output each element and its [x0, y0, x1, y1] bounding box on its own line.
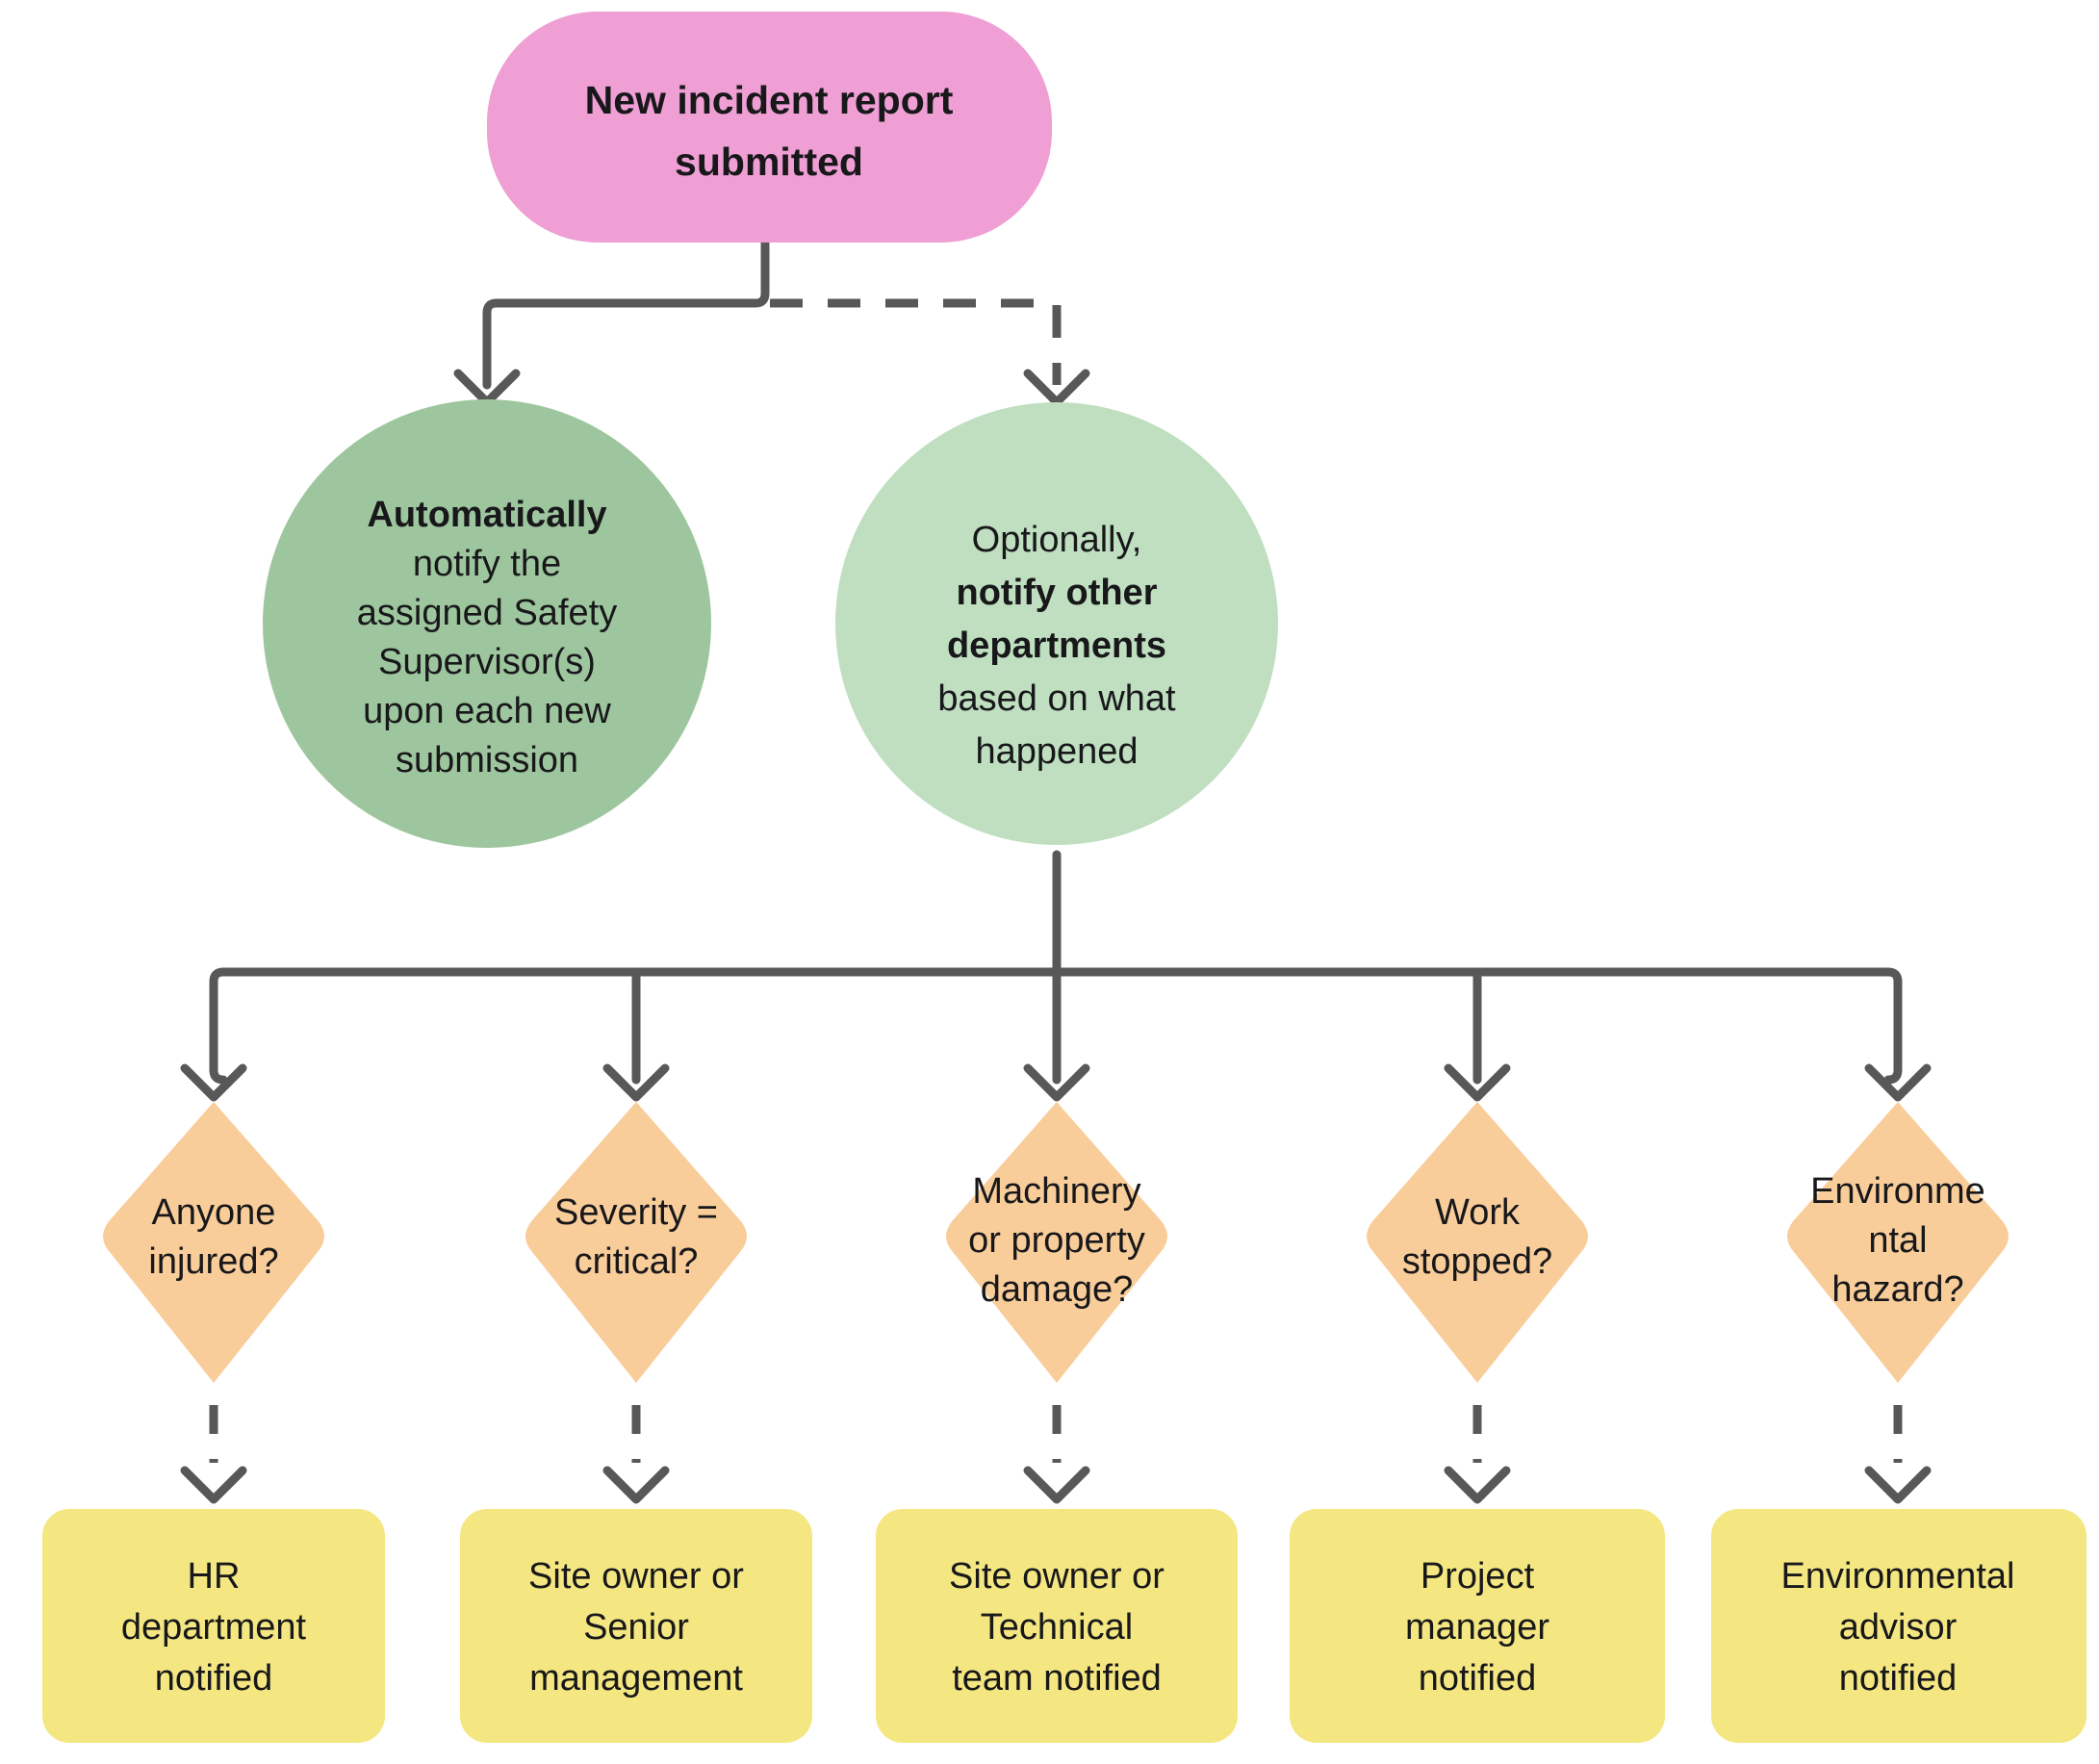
arrowhead-to-decision-3	[1023, 1063, 1090, 1102]
connector-start-to-auto	[482, 272, 770, 390]
decision-injury-line-2: injured?	[148, 1241, 278, 1282]
outcome-hr-line-2: department	[121, 1607, 307, 1648]
arrowhead-to-decision-4	[1444, 1063, 1511, 1102]
node-decision-env-hazard[interactable]: Environme ntal hazard?	[1787, 1102, 2009, 1383]
optional-notify-line-4: based on what	[937, 678, 1176, 719]
node-outcome-hr[interactable]: HR department notified	[42, 1509, 385, 1743]
auto-notify-line-6: submission	[396, 740, 578, 780]
outcome-technical-shape	[876, 1509, 1238, 1743]
outcome-technical-line-2: Technical	[981, 1607, 1133, 1648]
outcome-technical-line-3: team notified	[952, 1658, 1162, 1699]
optional-notify-line-5: happened	[975, 731, 1138, 772]
outcome-env-advisor-shape	[1711, 1509, 2086, 1743]
decision-severity-shape	[525, 1102, 747, 1383]
outcome-hr-line-1: HR	[188, 1556, 241, 1597]
node-decision-damage[interactable]: Machinery or property damage?	[946, 1102, 1167, 1383]
outcome-senior-mgmt-line-3: management	[529, 1658, 743, 1699]
node-outcome-senior-mgmt[interactable]: Site owner or Senior management	[460, 1509, 812, 1743]
decision-work-stopped-shape	[1367, 1102, 1588, 1383]
node-auto-notify[interactable]: Automatically notify the assigned Safety…	[263, 399, 711, 848]
decision-env-hazard-line-3: hazard?	[1831, 1269, 1963, 1310]
outcome-project-manager-shape	[1290, 1509, 1665, 1743]
outcome-project-manager-line-2: manager	[1405, 1607, 1549, 1648]
decision-damage-line-2: or property	[968, 1220, 1145, 1261]
arrowhead-to-decision-2	[602, 1063, 670, 1102]
arrowhead-to-outcome-2	[602, 1466, 670, 1504]
decision-injury-line-1: Anyone	[152, 1192, 276, 1233]
optional-notify-circle-shape	[835, 402, 1278, 845]
arrowhead-to-outcome-5	[1864, 1466, 1932, 1504]
node-decision-severity[interactable]: Severity = critical?	[525, 1102, 747, 1383]
decision-severity-line-1: Severity =	[554, 1192, 718, 1233]
decision-work-stopped-line-1: Work	[1435, 1192, 1521, 1233]
arrowhead-to-outcome-1	[180, 1466, 247, 1504]
auto-notify-line-5: upon each new	[363, 691, 611, 731]
node-decision-injury[interactable]: Anyone injured?	[103, 1102, 324, 1383]
node-outcome-project-manager[interactable]: Project manager notified	[1290, 1509, 1665, 1743]
auto-notify-line-2: notify the	[413, 544, 561, 584]
auto-notify-line-1: Automatically	[367, 495, 606, 535]
decision-work-stopped-line-2: stopped?	[1402, 1241, 1552, 1282]
node-optional-notify[interactable]: Optionally, notify other departments bas…	[835, 402, 1278, 845]
start-node-line-2: submitted	[675, 140, 863, 184]
arrowhead-to-outcome-4	[1444, 1466, 1511, 1504]
node-outcome-technical[interactable]: Site owner or Technical team notified	[876, 1509, 1238, 1743]
decision-env-hazard-shape	[1787, 1102, 2009, 1383]
decision-damage-shape	[946, 1102, 1167, 1383]
outcome-technical-line-1: Site owner or	[949, 1556, 1165, 1597]
arrowhead-to-decision-5	[1864, 1063, 1932, 1102]
outcome-senior-mgmt-shape	[460, 1509, 812, 1743]
decision-env-hazard-line-2: ntal	[1868, 1220, 1927, 1261]
outcome-env-advisor-line-1: Environmental	[1781, 1556, 2015, 1597]
optional-notify-line-1: Optionally,	[972, 520, 1142, 560]
optional-notify-line-2: notify other	[957, 573, 1158, 613]
outcome-env-advisor-line-3: notified	[1839, 1658, 1958, 1699]
auto-notify-line-4: Supervisor(s)	[378, 642, 596, 682]
decision-injury-shape	[103, 1102, 324, 1383]
decision-severity-line-2: critical?	[575, 1241, 699, 1282]
node-decision-work-stopped[interactable]: Work stopped?	[1367, 1102, 1588, 1383]
decision-damage-line-1: Machinery	[972, 1171, 1140, 1212]
start-node-shape	[487, 12, 1052, 243]
connector-group	[180, 238, 1932, 1504]
node-start[interactable]: New incident report submitted	[487, 12, 1052, 243]
auto-notify-circle-shape	[263, 399, 711, 848]
start-node-line-1: New incident report	[585, 78, 954, 122]
decision-env-hazard-line-1: Environme	[1810, 1171, 1985, 1212]
arrowhead-to-decision-1	[180, 1063, 247, 1102]
outcome-project-manager-line-3: notified	[1419, 1658, 1537, 1699]
outcome-env-advisor-line-2: advisor	[1839, 1607, 1958, 1648]
auto-notify-line-3: assigned Safety	[357, 593, 617, 633]
node-outcome-env-advisor[interactable]: Environmental advisor notified	[1711, 1509, 2086, 1743]
outcome-senior-mgmt-line-1: Site owner or	[528, 1556, 744, 1597]
outcome-project-manager-line-1: Project	[1421, 1556, 1535, 1597]
arrowhead-to-outcome-3	[1023, 1466, 1090, 1504]
outcome-senior-mgmt-line-2: Senior	[583, 1607, 689, 1648]
connector-start-to-optional	[770, 298, 1062, 385]
outcome-hr-line-3: notified	[155, 1658, 273, 1699]
outcome-hr-shape	[42, 1509, 385, 1743]
optional-notify-line-3: departments	[947, 626, 1166, 666]
decision-damage-line-3: damage?	[981, 1269, 1133, 1310]
